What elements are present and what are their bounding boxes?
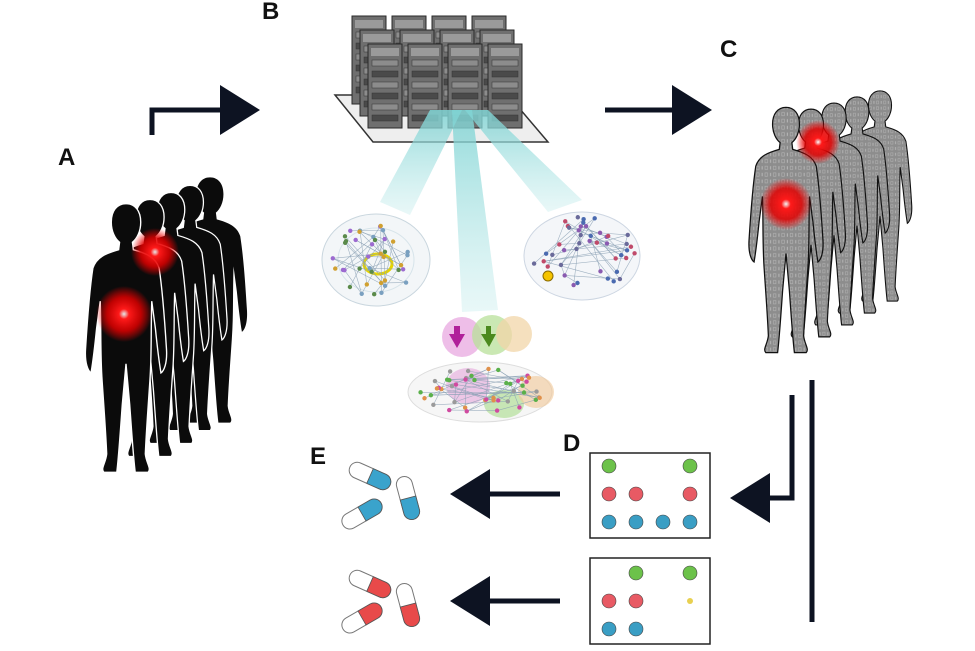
panel-label-d: D	[563, 432, 580, 456]
grid-dot-green	[602, 459, 616, 473]
grid-dot-blue	[629, 622, 643, 636]
grid-dot-blue	[602, 622, 616, 636]
hotspot-upper-icon	[796, 120, 840, 164]
grid-dot-red	[629, 594, 643, 608]
panel-label-a: A	[58, 146, 75, 170]
pill-capsule-icon	[339, 496, 385, 532]
arrow-icon	[740, 395, 792, 498]
grid-dot-blue	[656, 515, 670, 529]
grid-dot-red	[629, 487, 643, 501]
arrow-icon	[152, 110, 250, 135]
network-graph-icon	[408, 315, 554, 422]
pill-capsule-icon	[347, 460, 394, 493]
patient-group-a	[85, 177, 247, 472]
network-graph-icon	[322, 214, 430, 306]
hotspot-lower-icon	[96, 286, 152, 342]
panel-label-e: E	[310, 445, 326, 469]
grid-dot-blue	[602, 515, 616, 529]
grid-dot-green	[683, 459, 697, 473]
grid-dot-blue	[629, 515, 643, 529]
grid-dot-red	[602, 487, 616, 501]
pill-capsule-icon	[347, 568, 394, 601]
grid-dot-red	[602, 594, 616, 608]
pill-capsule-icon	[395, 582, 422, 629]
hotspot-upper-icon	[131, 228, 179, 276]
grid-dot-green	[629, 566, 643, 580]
server-rack-icon	[368, 44, 402, 128]
grid-dot-green	[683, 566, 697, 580]
network-graph-icon	[524, 212, 640, 300]
grid-dot-yellow	[687, 598, 693, 604]
patient-group-c	[749, 91, 912, 353]
grid-dot-red	[683, 487, 697, 501]
grid-dot-blue	[683, 515, 697, 529]
panel-label-c: C	[720, 38, 737, 62]
pill-capsule-icon	[395, 475, 422, 522]
pill-capsule-icon	[339, 600, 385, 636]
panel-label-b: B	[262, 0, 279, 24]
hotspot-lower-icon	[760, 178, 812, 230]
